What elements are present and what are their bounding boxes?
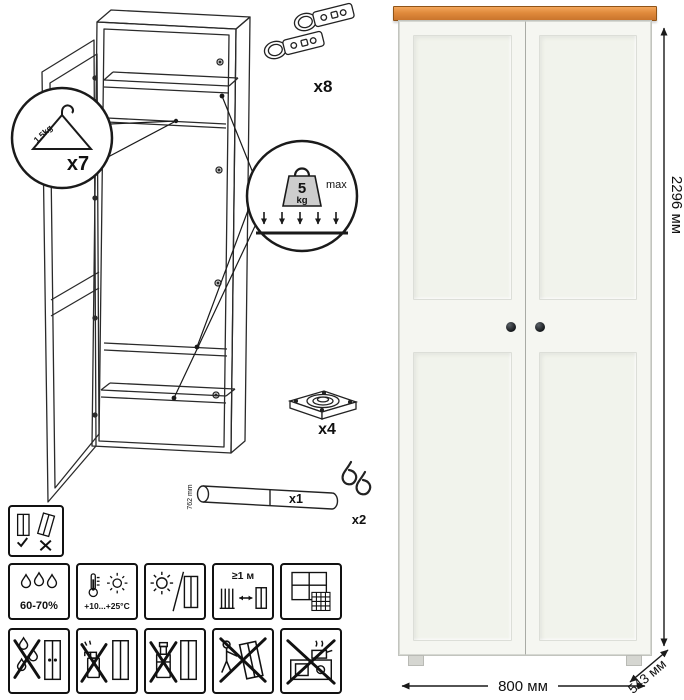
no-solvents-icon — [149, 640, 197, 683]
height-dimension-label: 2296 мм — [668, 176, 684, 234]
wardrobe-foot — [626, 655, 642, 666]
foot-fitting-icon — [287, 390, 359, 420]
care-icon-humidity: 60-70% — [8, 563, 70, 620]
width-dimension-label: 800 мм — [498, 678, 548, 695]
rod-icon — [196, 485, 339, 510]
no-water-icon — [13, 636, 61, 681]
load-value: 5 — [298, 180, 306, 197]
wardrobe-foot — [408, 655, 424, 666]
wardrobe-door-right — [525, 21, 651, 655]
rod-length-label: 762 mm — [187, 484, 194, 509]
rod-count-label: x1 — [289, 492, 303, 506]
care-icon-sunlight — [144, 563, 206, 620]
hanger-icon — [30, 104, 94, 150]
cross-mark — [286, 639, 336, 685]
care-icon-no-water — [8, 628, 70, 694]
check-mark — [16, 537, 29, 548]
distance-label: ≥1 м — [231, 569, 255, 582]
cross-mark — [13, 639, 41, 679]
width-label-backdrop — [488, 677, 558, 695]
door-panel-upper — [413, 35, 512, 300]
care-icon-heater-distance: ≥1 м — [212, 563, 274, 620]
wardrobe-door-left — [399, 21, 526, 655]
cross-mark — [80, 643, 108, 683]
load-callout: 5 kg max — [171, 93, 359, 401]
foot-count-label: x4 — [318, 421, 336, 438]
hinge-icons — [263, 2, 355, 60]
care-icon-temperature: +10...+25°C — [76, 563, 138, 620]
care-icon-no-heat — [280, 628, 342, 694]
care-icon-ventilation — [280, 563, 342, 620]
cabinet-wireframe — [41, 9, 251, 503]
cross-mark — [39, 539, 52, 551]
no-dragging-icon — [219, 637, 267, 683]
care-icon-no-spray — [76, 628, 138, 694]
no-heat-icon — [286, 639, 336, 685]
door-panel-upper — [538, 35, 637, 300]
door-knob — [505, 322, 516, 332]
care-icon-no-dragging — [212, 628, 274, 694]
door-panel-lower — [538, 352, 637, 641]
sun-shade-icon — [150, 571, 199, 612]
water-drops-icon — [20, 571, 58, 589]
hinge-count-label: x8 — [314, 77, 333, 96]
wardrobe-body — [398, 20, 652, 656]
care-icon-no-solvents — [144, 628, 206, 694]
hanger-capacity-label: 1.5kg — [32, 123, 55, 145]
thermometer-icon — [88, 573, 128, 598]
hook-icons — [341, 460, 372, 496]
radiator-distance-icon — [219, 587, 268, 610]
wardrobe-top-trim — [393, 6, 657, 21]
load-arrows — [261, 212, 339, 225]
hanger-callout: 1.5kg x7 — [10, 86, 179, 190]
temperature-label: +10...+25°C — [84, 601, 130, 612]
no-spray-icon — [80, 640, 129, 683]
wardrobe-render — [393, 6, 657, 666]
load-unit: kg — [296, 195, 307, 206]
door-knob — [534, 322, 545, 332]
hanger-count-label: x7 — [67, 153, 89, 175]
window-icon — [291, 571, 331, 612]
care-icon-handling — [8, 505, 64, 557]
hook-count-label: x2 — [352, 512, 366, 527]
hinge-mount-marks — [212, 58, 224, 399]
humidity-label: 60-70% — [20, 599, 58, 612]
cross-mark — [219, 637, 267, 683]
door-panel-lower — [413, 352, 512, 641]
load-max-label: max — [326, 179, 347, 191]
handling-icon — [16, 512, 56, 551]
weight-icon — [282, 167, 322, 207]
cross-mark — [149, 641, 178, 683]
